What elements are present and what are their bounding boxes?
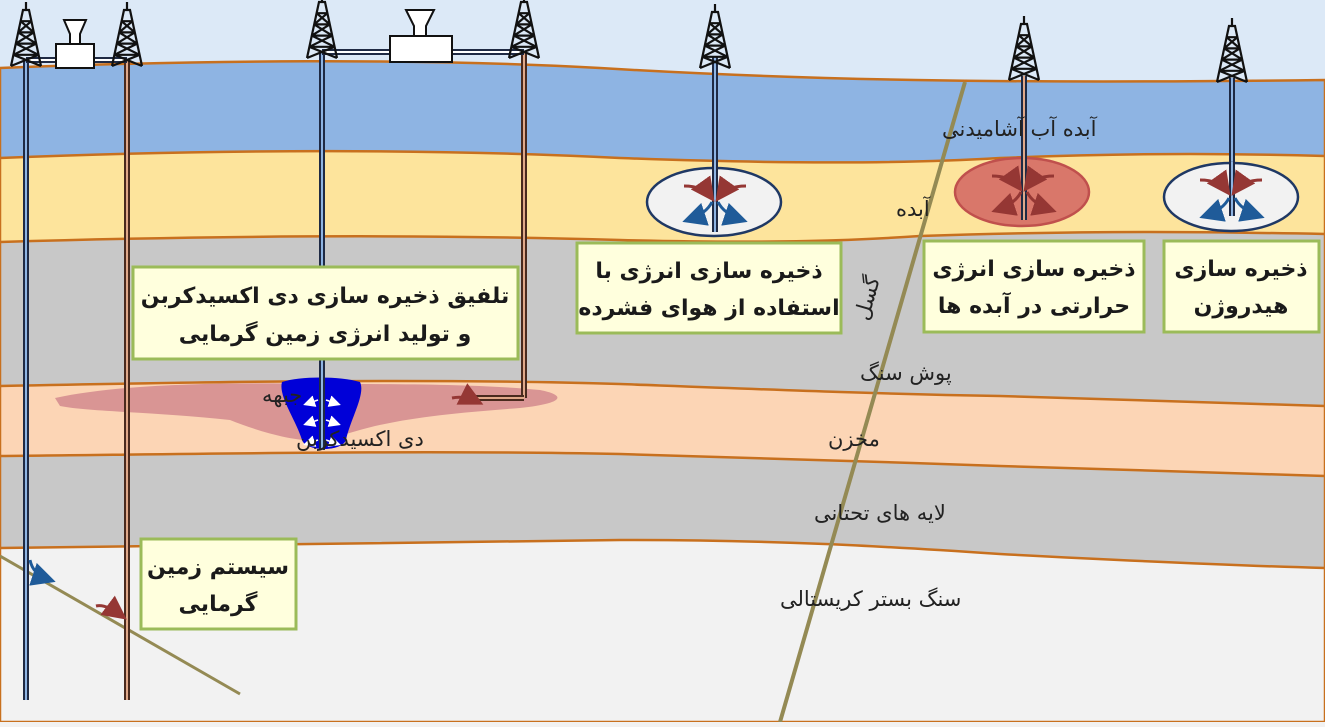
label-crystalline-basement: سنگ بستر کریستالی [780,587,961,611]
geothermal-inflow-arrow [28,559,56,586]
main-fault [778,81,967,723]
label-caprock: پوش سنگ [860,361,952,385]
box-ccs-geothermal-line2: و تولید انرژی زمین گرمایی [179,320,472,347]
geothermal-well-pair [23,57,130,700]
drilling-rig-2 [110,2,144,68]
box-thermal-storage-line2: حرارتی در آبده ها [938,291,1130,319]
label-co2-front-line1: جبهه [262,383,302,407]
geothermal-plant-icon [55,19,95,69]
box-thermal-storage-line1: ذخیره سازی انرژی [932,257,1135,282]
label-reservoir: مخزن [828,427,880,451]
box-geothermal-system-line2: گرمایی [179,590,258,617]
drilling-rig-7 [1215,18,1249,84]
thermal-flow-arrows [991,165,1057,216]
label-aquifer: آبده [896,196,931,221]
box-ccs-geothermal-line1: تلفیق ذخیره سازی دی اکسیدکربن [141,284,509,309]
box-hydrogen-storage-line2: هیدروژن [1194,294,1289,319]
hydrogen-flow-arrows [1199,169,1265,222]
box-geothermal-system-line1: سیستم زمین [147,555,289,580]
drilling-rig-6 [1007,16,1041,82]
ccs-plant-icon [389,9,453,63]
caes-flow-arrows [682,175,748,226]
drilling-rig-4 [507,0,541,60]
ccs-geothermal-well-pair [319,49,527,450]
drilling-rig-1 [9,2,43,68]
drilling-rig-3 [305,0,339,60]
box-caes-line2: استفاده از هوای فشرده [578,296,839,321]
co2-injection-arrows [303,395,341,447]
box-hydrogen-storage-line1: ذخیره سازی [1174,257,1307,282]
geothermal-outflow-arrow [95,595,127,620]
box-ccs-geothermal: تلفیق ذخیره سازی دی اکسیدکربن و تولید ان… [131,265,520,361]
drilling-rig-5 [698,4,732,70]
box-thermal-storage: ذخیره سازی انرژی حرارتی در آبده ها [922,239,1146,334]
box-hydrogen-storage: ذخیره سازی هیدروژن [1162,239,1321,334]
production-return-arrow [451,383,484,405]
label-unconfined-aquifer: آبده آب آشامیدنی [942,116,1098,141]
drilling-rigs [9,0,1249,84]
box-geothermal-system: سیستم زمین گرمایی [139,537,298,631]
label-co2-front-line2: دی اکسیدکربن [296,427,424,451]
box-caes: ذخیره سازی انرژی با استفاده از هوای فشرد… [575,241,843,335]
box-caes-line1: ذخیره سازی انرژی با [595,259,822,284]
label-underburden: لایه های تحتانی [814,501,946,525]
